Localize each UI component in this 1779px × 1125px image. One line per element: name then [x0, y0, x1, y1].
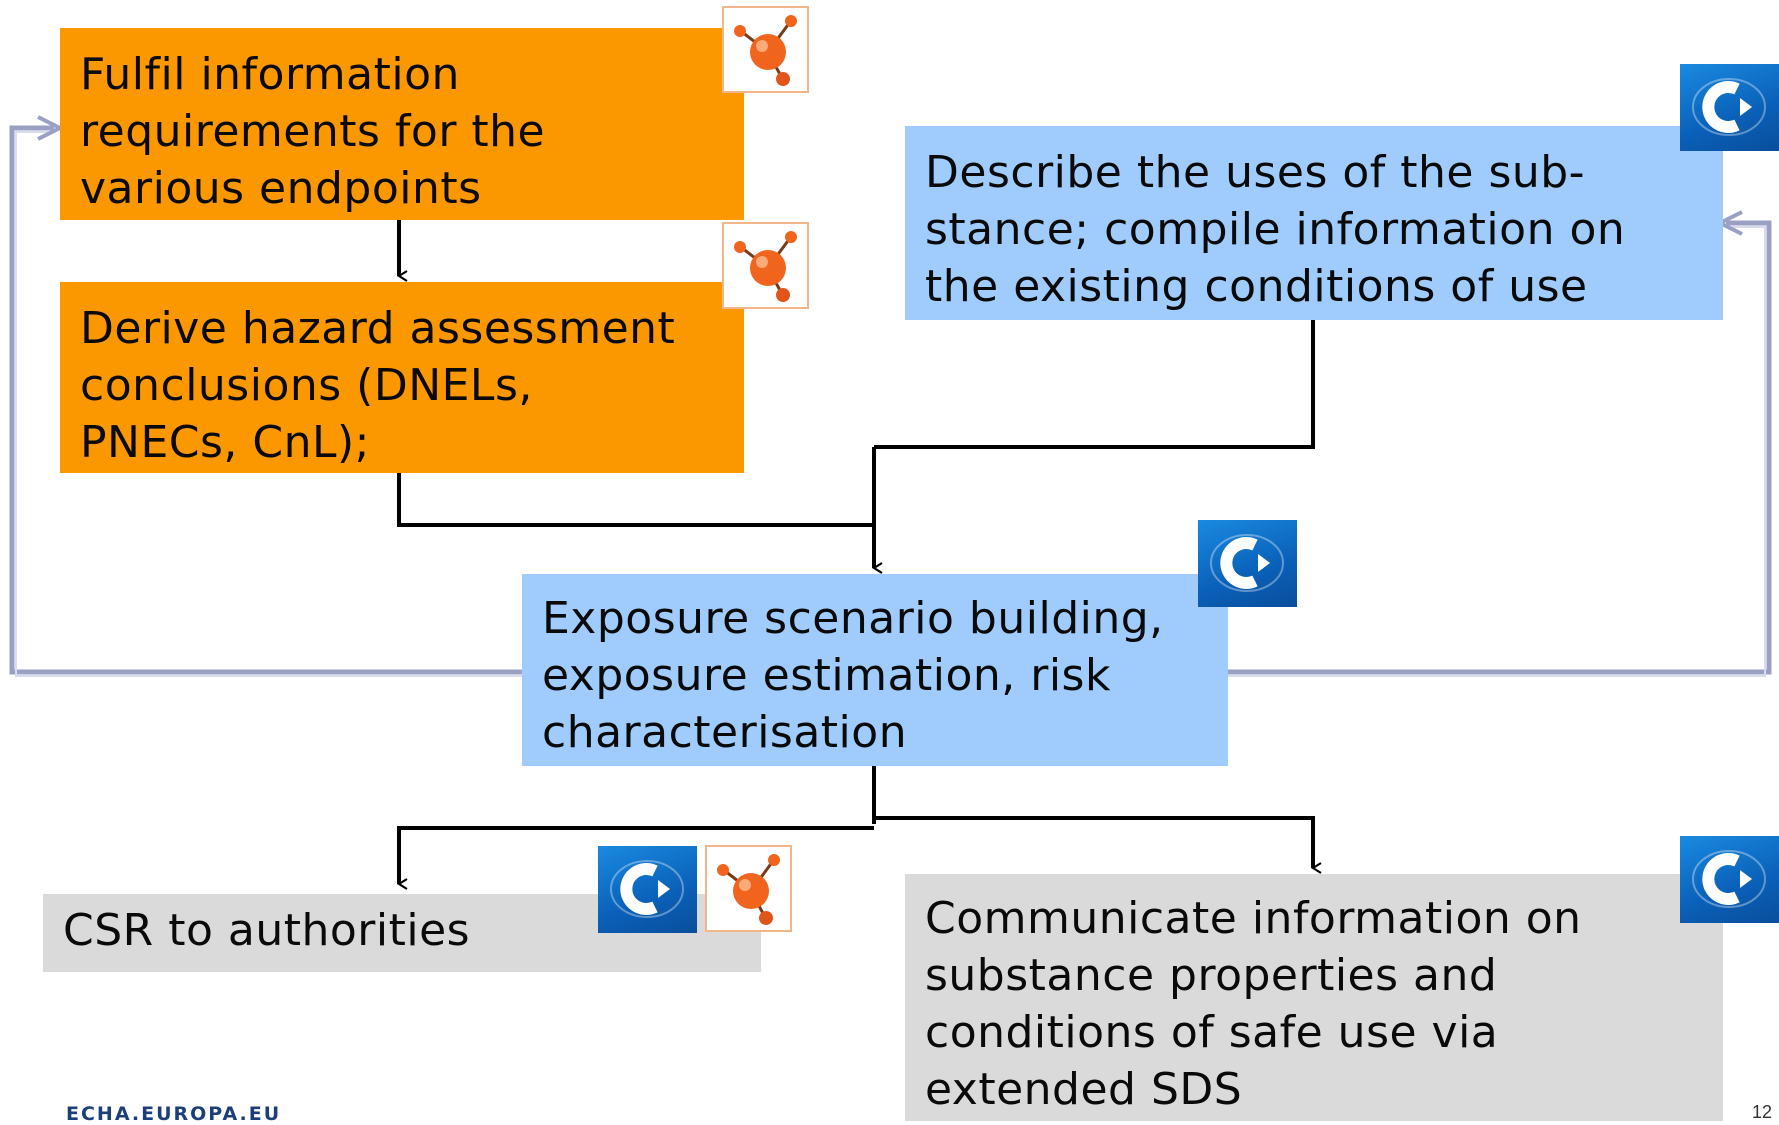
chesar-c-icon [1680, 64, 1779, 151]
footer-site-name: ECHA.EUROPA.EU [66, 1103, 282, 1125]
feedback-line-left [9, 125, 522, 675]
line-describe-to-junction [874, 318, 1315, 449]
fulfil-requirements-box: Fulfil information requirements for the … [60, 28, 744, 220]
derive-hazard-text: Derive hazard assessment conclusions (DN… [80, 303, 676, 468]
feedback-line-right [1228, 220, 1772, 675]
molecule-icon [705, 845, 792, 932]
derive-hazard-box: Derive hazard assessment conclusions (DN… [60, 282, 744, 473]
chesar-c-icon [598, 846, 697, 933]
molecule-icon [722, 6, 809, 93]
csr-authorities-text: CSR to authorities [63, 905, 471, 956]
line-derive-to-junction [397, 473, 874, 527]
describe-uses-box: Describe the uses of the sub- stance; co… [905, 126, 1723, 320]
exposure-scenario-text: Exposure scenario building, exposure est… [542, 593, 1164, 758]
arrow-to-communicate [874, 816, 1313, 868]
page-number: 12 [1752, 1102, 1773, 1122]
communicate-info-box: Communicate information on substance pro… [905, 874, 1723, 1121]
molecule-icon [722, 222, 809, 309]
chesar-c-icon [1680, 836, 1779, 923]
communicate-info-text: Communicate information on substance pro… [925, 893, 1582, 1115]
arrow-to-csr [397, 826, 874, 884]
exposure-scenario-box: Exposure scenario building, exposure est… [522, 574, 1228, 766]
describe-uses-text: Describe the uses of the sub- stance; co… [925, 147, 1626, 312]
fulfil-requirements-text: Fulfil information requirements for the … [80, 49, 546, 214]
csr-authorities-box: CSR to authorities [43, 894, 761, 972]
chesar-c-icon [1198, 520, 1297, 607]
